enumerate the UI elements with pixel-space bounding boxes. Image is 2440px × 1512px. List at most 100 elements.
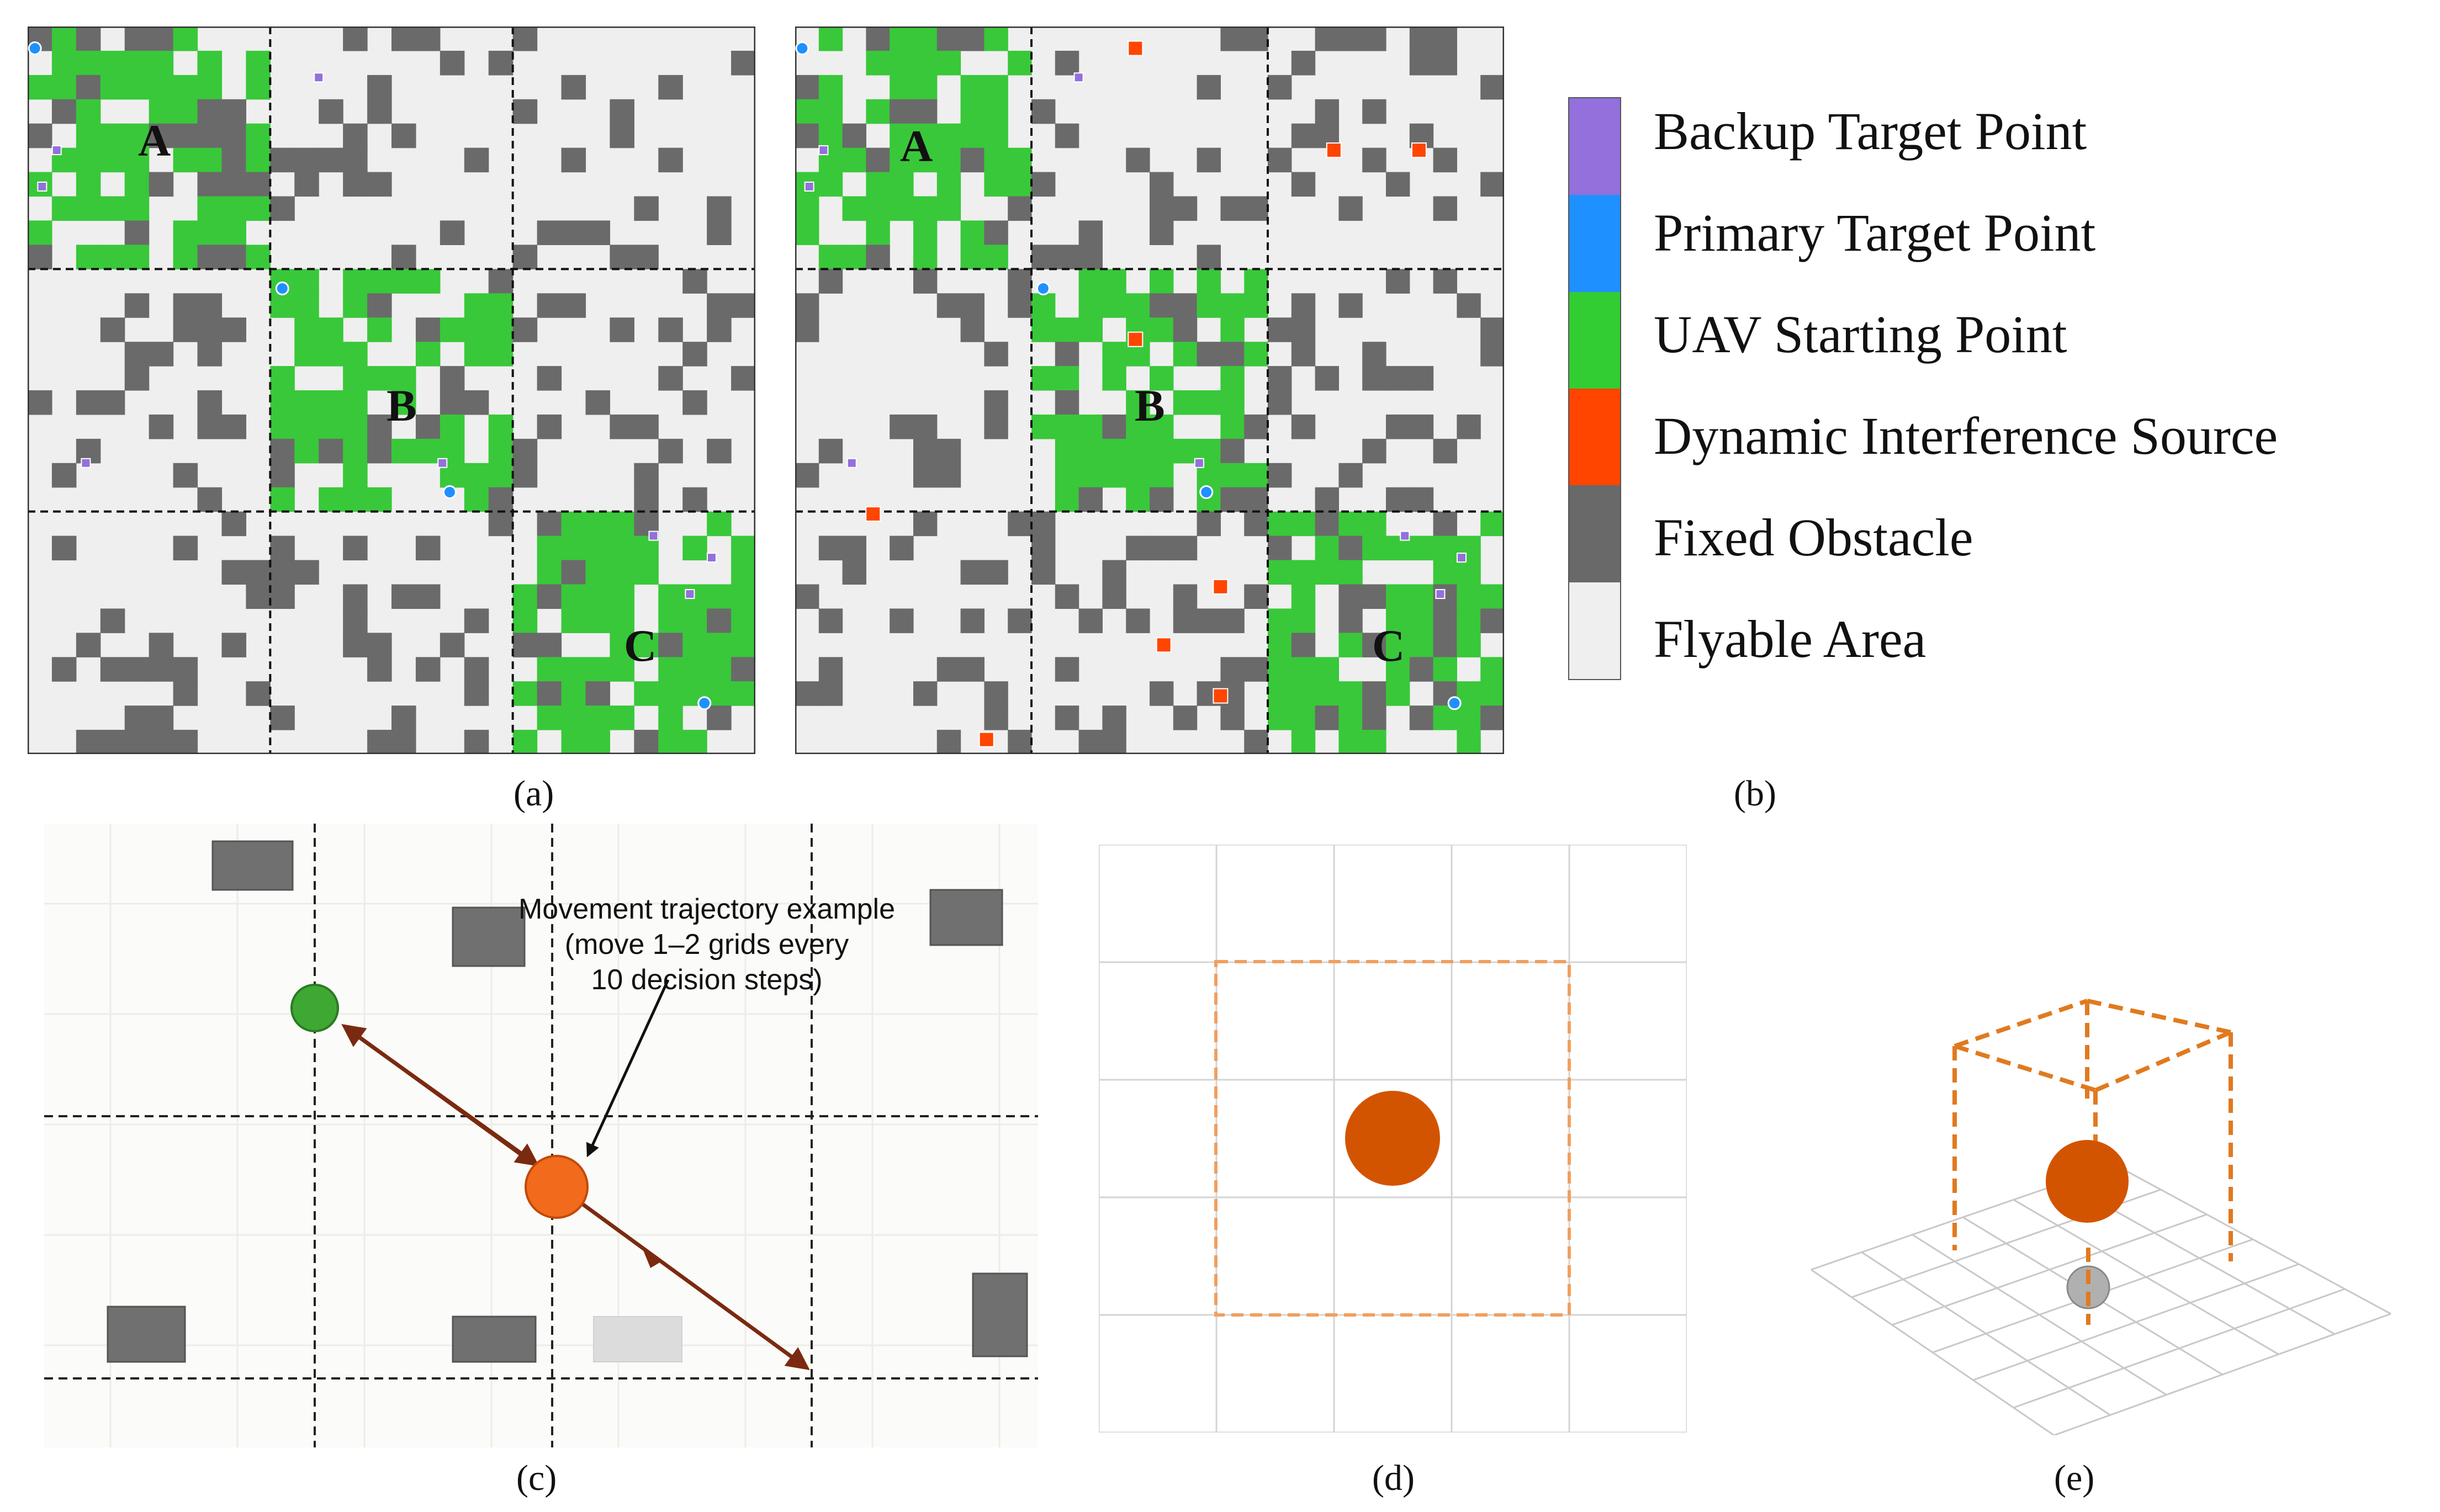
backup-target-marker [818,145,829,156]
obstacle-cell [1078,730,1103,754]
start-cell [1055,366,1079,391]
start-cell [818,172,843,197]
start-cell [76,245,101,269]
start-cell [197,196,223,221]
start-cell [343,487,368,512]
start-cell [960,245,985,269]
obstacle-cell [149,26,174,51]
obstacle-cell [1268,463,1292,488]
obstacle-cell [391,705,416,730]
start-cell [1150,463,1174,488]
start-cell [246,245,271,269]
start-cell [149,99,174,124]
annotation-pointer-arrow [586,979,670,1158]
obstacle-cell [1362,26,1386,51]
start-cell [221,220,246,245]
start-cell [1315,560,1339,585]
obstacle-cell [149,657,174,682]
obstacle-cell [658,438,683,464]
start-cell [1268,511,1292,537]
start-cell [1055,463,1079,488]
start-cell [890,26,914,51]
interference-source-marker [1213,688,1229,704]
start-cell [537,705,562,730]
start-cell [294,438,319,464]
obstacle-cell [343,535,368,561]
start-cell [1126,390,1150,415]
obstacle-cell [1433,633,1457,657]
start-cell [1480,584,1504,609]
obstacle-cell [984,220,1008,245]
obstacle-cell [1480,172,1504,197]
start-cell [1126,487,1150,512]
obstacle-cell [197,317,223,342]
obstacle-cell [197,414,223,439]
obstacle-cell [124,657,150,682]
obstacle-cell [913,269,938,294]
start-cell [197,75,223,100]
start-cell [1220,293,1245,318]
start-cell [913,26,938,51]
obstacle-cell [984,681,1008,706]
start-cell [585,730,610,754]
obstacle-cell [1291,633,1316,657]
obstacle-cell [1480,317,1504,342]
obstacle-cell [149,633,174,657]
start-cell [707,511,732,537]
obstacle-cell [1055,584,1079,609]
start-cell [270,366,295,391]
start-cell [197,220,223,245]
obstacle-cell [1220,608,1245,633]
obstacle-cell [1315,487,1339,512]
annotation-line-3: 10 decision steps) [591,964,822,996]
obstacle-cell [1338,463,1363,488]
start-cell [913,50,938,76]
obstacle-cell [391,730,416,754]
obstacle-cell [707,317,732,342]
interference-source-marker [1156,637,1172,653]
primary-target-marker [697,696,712,710]
interference-source-marker [1128,331,1144,347]
start-cell [1457,705,1481,730]
obstacle-cell [1409,26,1434,51]
obstacle-cell [1268,366,1292,391]
start-cell [842,196,866,221]
obstacle-cell [561,560,586,585]
start-cell [1291,584,1316,609]
obstacle-cell [731,293,755,318]
start-cell [936,50,961,76]
start-cell [391,366,416,391]
start-cell [610,657,634,682]
start-cell [890,172,914,197]
start-cell [149,75,174,100]
obstacle-cell [1268,535,1292,561]
obstacle-cell [1150,487,1174,512]
start-cell [440,317,465,342]
obstacle-cell [1055,245,1079,269]
obstacle-cell [913,414,938,439]
obstacle-cell [1315,511,1339,537]
start-cell [561,535,586,561]
obstacle-cell [512,633,538,657]
start-cell [1457,584,1481,609]
obstacle-cell [173,123,198,148]
obstacle-cell [1031,245,1056,269]
start-cell [1078,293,1103,318]
start-cell [984,172,1008,197]
panel-label-c: (c) [516,1458,557,1498]
obstacle-cell [28,123,52,148]
start-cell [1362,730,1386,754]
obstacle-cell [246,172,271,197]
obstacle-cell [100,608,125,633]
start-cell [1315,657,1339,682]
start-cell [658,657,683,682]
start-position-circle [290,984,339,1032]
start-cell [464,342,489,367]
obstacle-cell [890,99,914,124]
obstacle-cell [960,608,985,633]
obstacle-cell [1102,560,1126,585]
start-cell [1386,608,1410,633]
obstacle-cell [984,705,1008,730]
start-cell [960,75,985,100]
obstacle-cell [795,75,819,100]
